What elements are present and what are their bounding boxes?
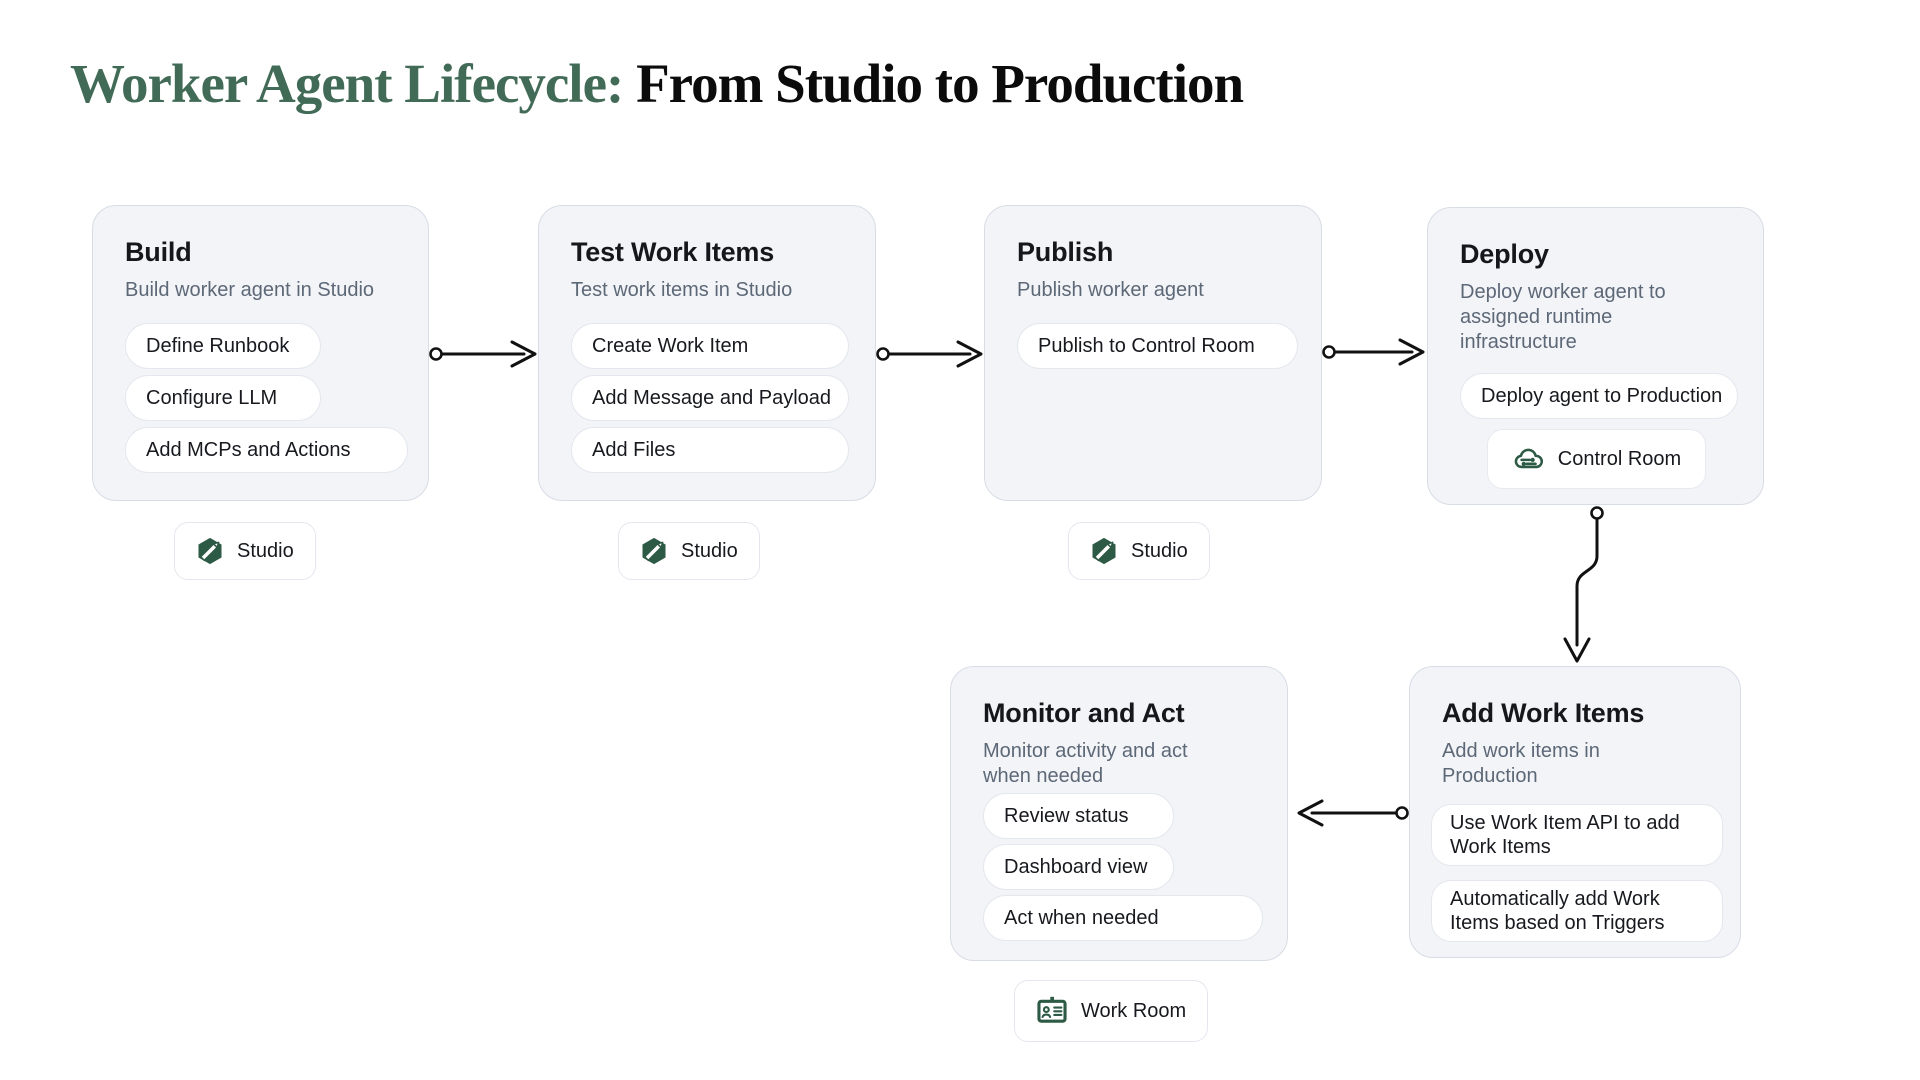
step-list: Deploy agent to Production — [1460, 373, 1738, 419]
step-pill: Define Runbook — [125, 323, 321, 369]
inner-badge-row: Control Room — [1460, 429, 1733, 489]
step-pill: Deploy agent to Production — [1460, 373, 1738, 419]
step-pill: Dashboard view — [983, 844, 1174, 890]
step-pill: Automatically add Work Items based on Tr… — [1431, 880, 1723, 942]
arrow-publish-to-deploy — [1322, 338, 1425, 366]
work-room-id-badge-icon — [1037, 996, 1067, 1023]
stage-title: Add Work Items — [1442, 698, 1645, 728]
stage-subtitle: Deploy worker agent to assigned runtime … — [1460, 281, 1666, 353]
arrow-deploy-to-addwork — [1563, 506, 1604, 663]
page-title-highlight: Worker Agent Lifecycle: — [70, 53, 624, 114]
studio-badge-label: Studio — [681, 539, 738, 562]
studio-badge-label: Studio — [237, 539, 294, 562]
step-pill: Publish to Control Room — [1017, 323, 1298, 369]
stage-title: Deploy — [1460, 239, 1549, 269]
studio-hexagon-pencil-icon — [642, 537, 666, 565]
step-pill: Review status — [983, 793, 1174, 839]
page-title: Worker Agent Lifecycle: From Studio to P… — [70, 52, 1244, 115]
stage-card-add-work-items: Add Work Items Add work items in Product… — [1409, 666, 1741, 958]
stage-subtitle: Publish worker agent — [1017, 279, 1204, 301]
step-pill: Configure LLM — [125, 375, 321, 421]
step-pill: Add Message and Payload — [571, 375, 849, 421]
studio-badge-label: Studio — [1131, 539, 1188, 562]
stage-title: Monitor and Act — [983, 698, 1185, 728]
step-list: Use Work Item API to add Work Items Auto… — [1431, 804, 1723, 942]
arrow-build-to-test — [429, 340, 537, 368]
step-pill: Add MCPs and Actions — [125, 427, 408, 473]
work-room-badge-label: Work Room — [1081, 999, 1187, 1022]
step-pill: Add Files — [571, 427, 849, 473]
stage-subtitle: Test work items in Studio — [571, 279, 793, 301]
arrow-test-to-publish — [876, 340, 983, 368]
step-list: Publish to Control Room — [1017, 323, 1298, 369]
step-pill: Use Work Item API to add Work Items — [1431, 804, 1723, 866]
control-room-badge-label: Control Room — [1557, 447, 1682, 470]
stage-card-deploy: Deploy Deploy worker agent to assigned r… — [1427, 207, 1764, 505]
studio-badge-test: Studio — [618, 522, 760, 580]
stage-card-test-work-items: Test Work Items Test work items in Studi… — [538, 205, 876, 501]
studio-hexagon-pencil-icon — [198, 537, 222, 565]
control-room-badge: Control Room — [1486, 429, 1707, 489]
stage-title: Build — [125, 237, 192, 267]
stage-card-publish: Publish Publish worker agent Publish to … — [984, 205, 1322, 501]
stage-title: Publish — [1017, 237, 1114, 267]
step-pill: Create Work Item — [571, 323, 849, 369]
step-list: Define Runbook Configure LLM Add MCPs an… — [125, 323, 408, 473]
step-list: Create Work Item Add Message and Payload… — [571, 323, 849, 473]
studio-badge-publish: Studio — [1068, 522, 1210, 580]
stage-card-build: Build Build worker agent in Studio Defin… — [92, 205, 429, 501]
stage-subtitle: Add work items in Production — [1442, 740, 1600, 787]
stage-title: Test Work Items — [571, 237, 775, 267]
step-list: Review status Dashboard view Act when ne… — [983, 793, 1263, 941]
control-room-cloud-icon — [1514, 448, 1543, 469]
stage-card-monitor-and-act: Monitor and Act Monitor activity and act… — [950, 666, 1288, 961]
stage-subtitle: Build worker agent in Studio — [125, 279, 375, 301]
page-title-rest: From Studio to Production — [636, 53, 1244, 114]
stage-subtitle: Monitor activity and act when needed — [983, 740, 1188, 787]
work-room-badge: Work Room — [1014, 980, 1208, 1042]
studio-badge-build: Studio — [174, 522, 316, 580]
step-pill: Act when needed — [983, 895, 1263, 941]
arrow-addwork-to-monitor — [1297, 799, 1409, 827]
studio-hexagon-pencil-icon — [1092, 537, 1116, 565]
